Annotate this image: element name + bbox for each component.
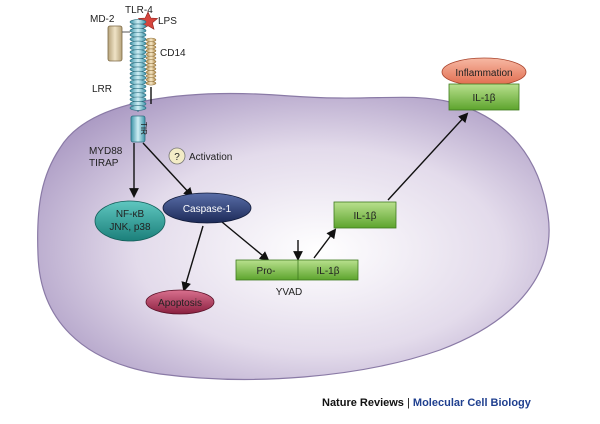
cd14-coil-segment: [145, 66, 157, 71]
journal-credit: Nature Reviews | Molecular Cell Biology: [322, 397, 531, 409]
tir-label: TIR: [139, 122, 148, 135]
cd14-coil-segment: [145, 59, 157, 64]
mature-il1b-label: IL-1β: [354, 211, 377, 222]
tlr4-label: TLR-4: [125, 5, 153, 16]
arrow-caspase-to-proil1b: [221, 221, 270, 262]
tir-domain: [130, 115, 146, 143]
md2-protein: [107, 25, 123, 62]
journal-name: Molecular Cell Biology: [412, 397, 531, 409]
apoptosis-label: Apoptosis: [158, 298, 202, 309]
caspase1-node: [162, 192, 252, 224]
arrow-caspase-to-apoptosis: [181, 225, 204, 292]
cd14-coil-segment: [145, 48, 157, 53]
arrow-il1b-to-secreted: [387, 112, 469, 201]
cd14-coil-segment: [145, 41, 157, 46]
caspase1-label: Caspase-1: [183, 204, 232, 215]
cd14-coil-segment: [145, 73, 157, 79]
yvad-label: YVAD: [276, 287, 303, 298]
cd14-coil-segment: [145, 81, 157, 86]
arrow-tir-to-caspase: [142, 142, 194, 198]
cd14-coil-segment: [145, 70, 157, 75]
secreted-il1b-label: IL-1β: [473, 93, 496, 104]
inflammation-label: Inflammation: [455, 68, 512, 79]
cd14-label: CD14: [160, 48, 186, 59]
lps-label: LPS: [158, 16, 177, 27]
tirap-label: TIRAP: [89, 158, 119, 169]
credit-separator: |: [407, 397, 410, 409]
cd14-protein: [145, 37, 157, 104]
pro-il1b-node: [235, 259, 359, 281]
tlr4-coil: [129, 19, 147, 112]
cd14-coil-segment: [145, 63, 157, 68]
jnk-label: JNK, p38: [109, 222, 151, 233]
secreted-il1b-node: [448, 83, 520, 111]
nfkb-label: NF-κB: [116, 209, 145, 220]
question-circle-icon: [168, 147, 186, 165]
cd14-coil-segment: [145, 55, 157, 61]
pro-il1b-label: IL-1β: [317, 266, 340, 277]
nfkb-node: [94, 200, 166, 242]
apoptosis-node: [145, 289, 215, 315]
cd14-coil-segment: [145, 52, 157, 57]
lrr-label: LRR: [92, 84, 112, 95]
activation-label: Activation: [189, 152, 232, 163]
publisher-name: Nature Reviews: [322, 397, 404, 409]
myd88-label: MYD88: [89, 146, 123, 157]
pro-label: Pro-: [257, 266, 276, 277]
arrow-proil1b-to-il1b: [313, 228, 337, 259]
tlr4-coil-segment: [129, 105, 147, 111]
cd14-coil-segment: [145, 37, 157, 43]
cd14-coil-segment: [145, 77, 157, 82]
mature-il1b-node: [333, 201, 397, 229]
question-mark: ?: [174, 152, 180, 163]
md2-label: MD-2: [90, 14, 115, 25]
cd14-coil-segment: [145, 45, 157, 50]
